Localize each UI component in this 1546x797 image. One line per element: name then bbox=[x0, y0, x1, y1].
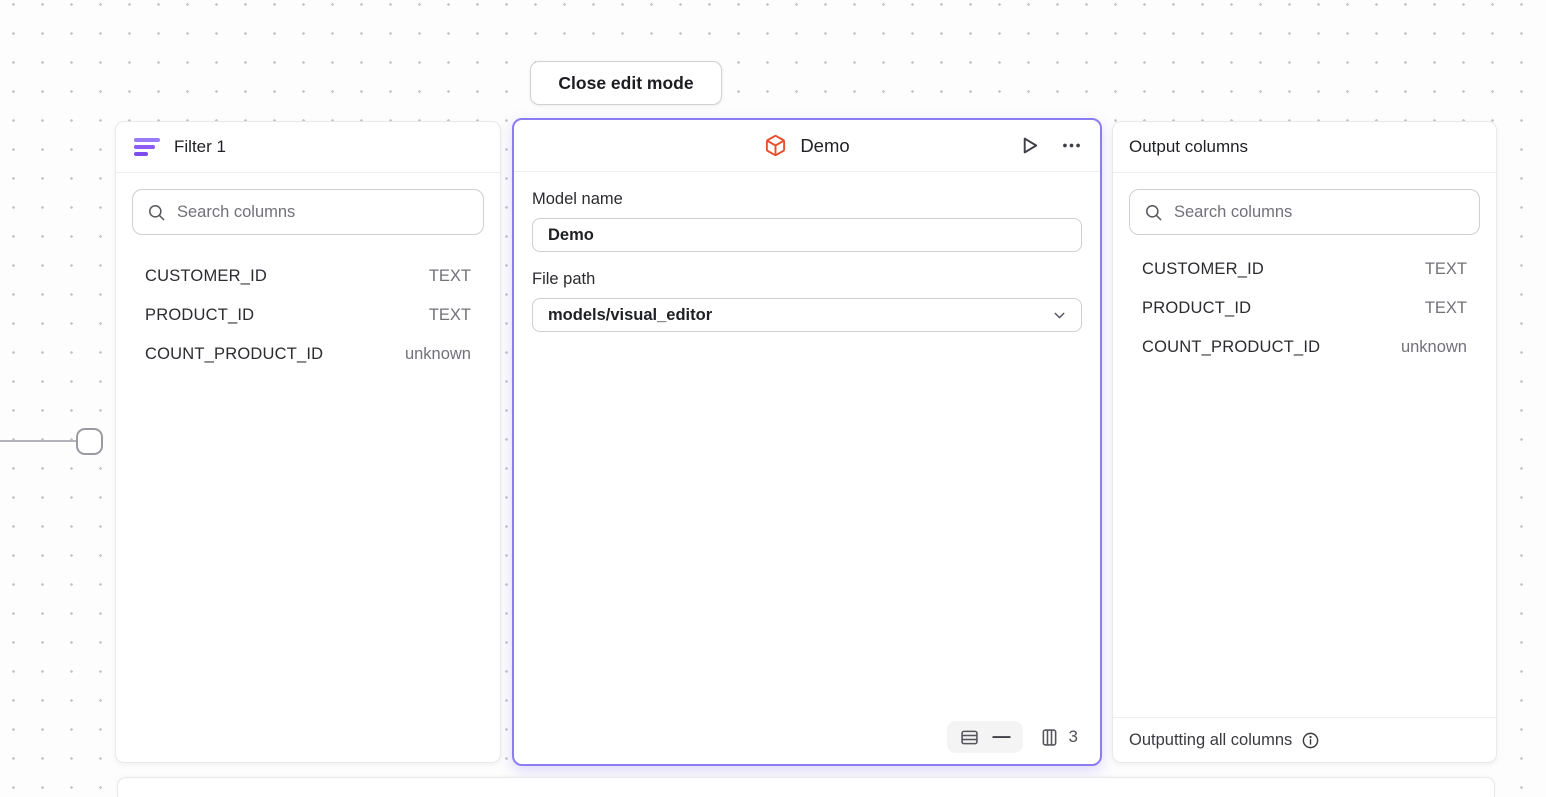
list-item[interactable]: PRODUCT_ID TEXT bbox=[1129, 289, 1480, 328]
list-item[interactable]: COUNT_PRODUCT_ID unknown bbox=[132, 335, 484, 374]
edge-connector-handle[interactable] bbox=[76, 428, 103, 455]
filter-search-box[interactable] bbox=[132, 189, 484, 235]
column-type: unknown bbox=[405, 345, 471, 364]
model-header-actions bbox=[1016, 120, 1084, 171]
file-path-label: File path bbox=[532, 270, 1082, 289]
run-model-button[interactable] bbox=[1016, 132, 1043, 159]
output-panel-footer: Outputting all columns bbox=[1113, 717, 1496, 762]
chevron-down-icon bbox=[1051, 307, 1068, 324]
more-options-button[interactable] bbox=[1059, 133, 1084, 158]
model-panel-stats: — 3 bbox=[947, 721, 1078, 753]
filter-node-panel[interactable]: Filter 1 CUSTOMER_ID TEXT PRODUCT_ID TEX… bbox=[115, 121, 501, 763]
column-name: COUNT_PRODUCT_ID bbox=[145, 345, 323, 364]
column-count-value: 3 bbox=[1069, 727, 1078, 747]
model-name-label: Model name bbox=[532, 190, 1082, 209]
output-panel-header[interactable]: Output columns bbox=[1113, 122, 1496, 173]
model-panel-header[interactable]: Demo bbox=[514, 120, 1100, 172]
output-column-list: CUSTOMER_ID TEXT PRODUCT_ID TEXT COUNT_P… bbox=[1129, 250, 1480, 367]
output-search-input[interactable] bbox=[1174, 203, 1465, 222]
model-panel-title: Demo bbox=[800, 135, 849, 157]
output-search-box[interactable] bbox=[1129, 189, 1480, 235]
filter-panel-header[interactable]: Filter 1 bbox=[116, 122, 500, 173]
search-icon bbox=[147, 203, 166, 222]
info-icon[interactable] bbox=[1301, 731, 1320, 750]
list-item[interactable]: CUSTOMER_ID TEXT bbox=[1129, 250, 1480, 289]
table-rows-icon bbox=[959, 727, 980, 748]
file-path-value: models/visual_editor bbox=[548, 306, 712, 325]
column-type: TEXT bbox=[1425, 260, 1467, 279]
model-panel-body: Model name File path models/visual_edito… bbox=[514, 172, 1100, 350]
column-type: TEXT bbox=[429, 267, 471, 286]
column-type: TEXT bbox=[429, 306, 471, 325]
model-node-panel[interactable]: Demo Model name File path models/visual_… bbox=[512, 118, 1102, 766]
list-item[interactable]: PRODUCT_ID TEXT bbox=[132, 296, 484, 335]
output-panel-body: CUSTOMER_ID TEXT PRODUCT_ID TEXT COUNT_P… bbox=[1113, 173, 1496, 383]
list-item[interactable]: COUNT_PRODUCT_ID unknown bbox=[1129, 328, 1480, 367]
filter-icon bbox=[134, 138, 160, 156]
column-name: COUNT_PRODUCT_ID bbox=[1142, 338, 1320, 357]
column-type: unknown bbox=[1401, 338, 1467, 357]
column-name: PRODUCT_ID bbox=[1142, 299, 1251, 318]
list-item[interactable]: CUSTOMER_ID TEXT bbox=[132, 257, 484, 296]
row-count-value: — bbox=[993, 727, 1011, 745]
column-name: CUSTOMER_ID bbox=[145, 267, 267, 286]
search-icon bbox=[1144, 203, 1163, 222]
column-type: TEXT bbox=[1425, 299, 1467, 318]
filter-column-list: CUSTOMER_ID TEXT PRODUCT_ID TEXT COUNT_P… bbox=[132, 257, 484, 374]
model-name-input[interactable] bbox=[532, 218, 1082, 252]
column-name: CUSTOMER_ID bbox=[1142, 260, 1264, 279]
filter-panel-body: CUSTOMER_ID TEXT PRODUCT_ID TEXT COUNT_P… bbox=[116, 173, 500, 390]
filter-search-input[interactable] bbox=[177, 203, 469, 222]
file-path-select[interactable]: models/visual_editor bbox=[532, 298, 1082, 332]
filter-panel-title: Filter 1 bbox=[174, 137, 226, 157]
table-columns-icon bbox=[1039, 727, 1060, 748]
column-name: PRODUCT_ID bbox=[145, 306, 254, 325]
bottom-panel-edge[interactable] bbox=[117, 777, 1495, 797]
output-panel-title: Output columns bbox=[1129, 137, 1248, 157]
close-edit-mode-button[interactable]: Close edit mode bbox=[530, 61, 722, 105]
edge-connector-line bbox=[0, 440, 78, 442]
output-columns-panel[interactable]: Output columns CUSTOMER_ID TEXT PRODUCT_… bbox=[1112, 121, 1497, 763]
column-count-group[interactable]: 3 bbox=[1039, 727, 1078, 748]
model-cube-icon bbox=[764, 134, 787, 157]
row-count-pill[interactable]: — bbox=[947, 721, 1023, 753]
output-footer-label: Outputting all columns bbox=[1129, 731, 1292, 750]
